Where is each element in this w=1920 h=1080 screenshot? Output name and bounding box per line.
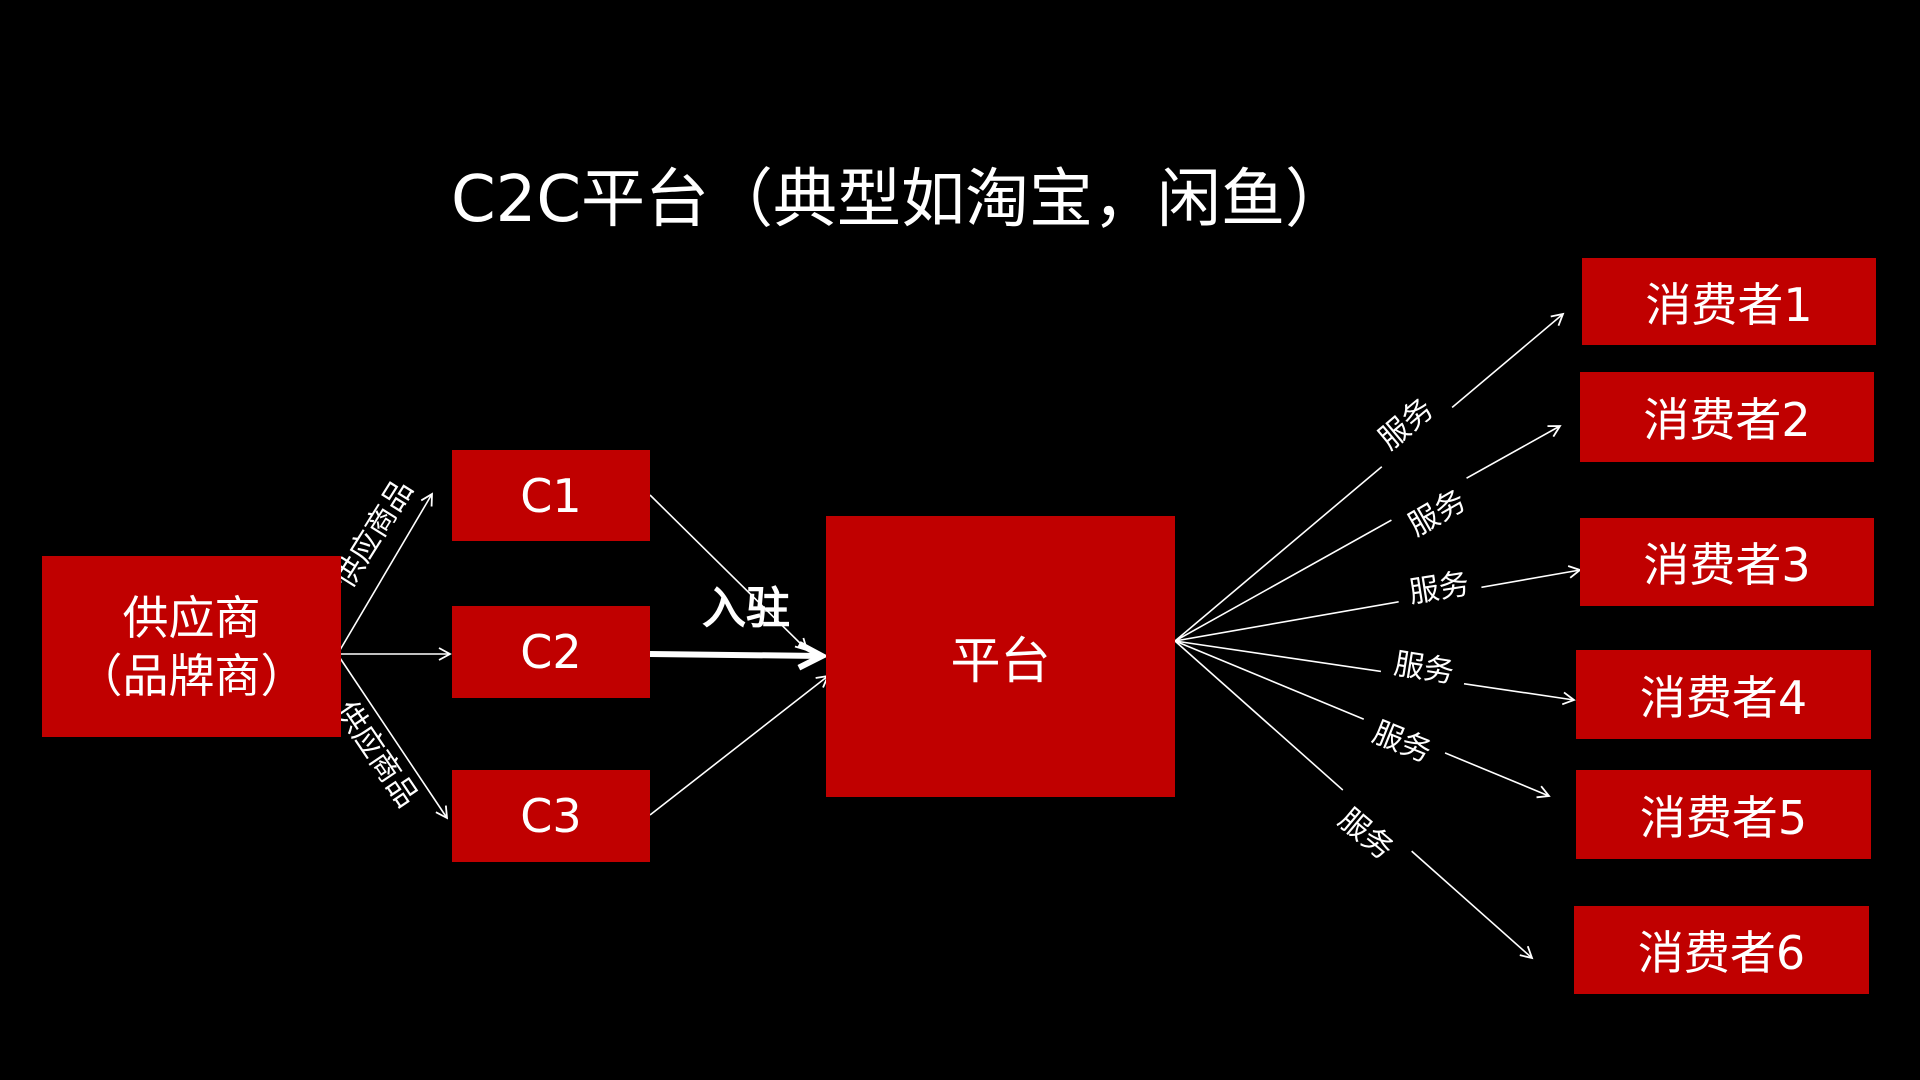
service-label-4-backing xyxy=(1379,639,1469,697)
arrow-platform-to-consumer4 xyxy=(1174,640,1576,706)
service-label-5-backing xyxy=(1352,703,1452,781)
supplier-sublabel: （品牌商） xyxy=(76,648,307,703)
page-title: C2C平台（典型如淘宝，闲鱼） xyxy=(450,163,1350,237)
arrow-c2-to-platform xyxy=(649,654,822,656)
consumer-node-1: 消费者1 xyxy=(1582,258,1876,345)
consumer-label-1: 消费者1 xyxy=(1645,277,1813,332)
supply-label-top: 供应商品 xyxy=(327,474,420,594)
seller-node-c1: C1 xyxy=(452,450,650,541)
seller-label-c2: C2 xyxy=(520,625,582,679)
service-label-6-backing xyxy=(1314,784,1418,884)
consumer-label-4: 消费者4 xyxy=(1639,670,1808,725)
join-label: 入驻 xyxy=(702,583,790,634)
arrow-platform-to-consumer1 xyxy=(1174,312,1565,642)
seller-node-c3: C3 xyxy=(452,770,650,862)
service-label-2-backing xyxy=(1387,469,1487,557)
supplier-node: 供应商 （品牌商） xyxy=(42,556,341,737)
seller-node-c2: C2 xyxy=(452,606,650,698)
consumer-label-6: 消费者6 xyxy=(1637,926,1806,980)
arrow-c3-to-platform xyxy=(649,674,830,816)
seller-label-c1: C1 xyxy=(520,468,582,523)
consumer-node-2: 消费者2 xyxy=(1580,372,1874,462)
arrow-supplier-to-c3 xyxy=(339,657,449,820)
seller-label-c3: C3 xyxy=(520,789,582,843)
service-label-1-backing xyxy=(1354,374,1458,474)
arrow-platform-to-consumer3 xyxy=(1174,565,1582,642)
arrow-platform-to-consumer5 xyxy=(1174,640,1551,799)
consumer-node-3: 消费者3 xyxy=(1580,518,1874,606)
service-label-3-backing xyxy=(1394,559,1484,617)
arrow-supplier-to-c1 xyxy=(339,492,433,651)
supplier-label: 供应商 xyxy=(122,590,261,645)
arrow-c1-to-platform xyxy=(649,494,809,652)
consumer-node-5: 消费者5 xyxy=(1576,770,1871,859)
platform-node: 平台 xyxy=(826,516,1175,797)
consumer-label-3: 消费者3 xyxy=(1643,538,1811,592)
consumer-label-2: 消费者2 xyxy=(1643,393,1811,447)
consumer-label-5: 消费者5 xyxy=(1639,790,1808,845)
platform-label: 平台 xyxy=(950,631,1051,690)
consumer-node-4: 消费者4 xyxy=(1576,650,1871,739)
arrow-platform-to-consumer2 xyxy=(1174,425,1562,642)
consumer-node-6: 消费者6 xyxy=(1574,906,1869,994)
